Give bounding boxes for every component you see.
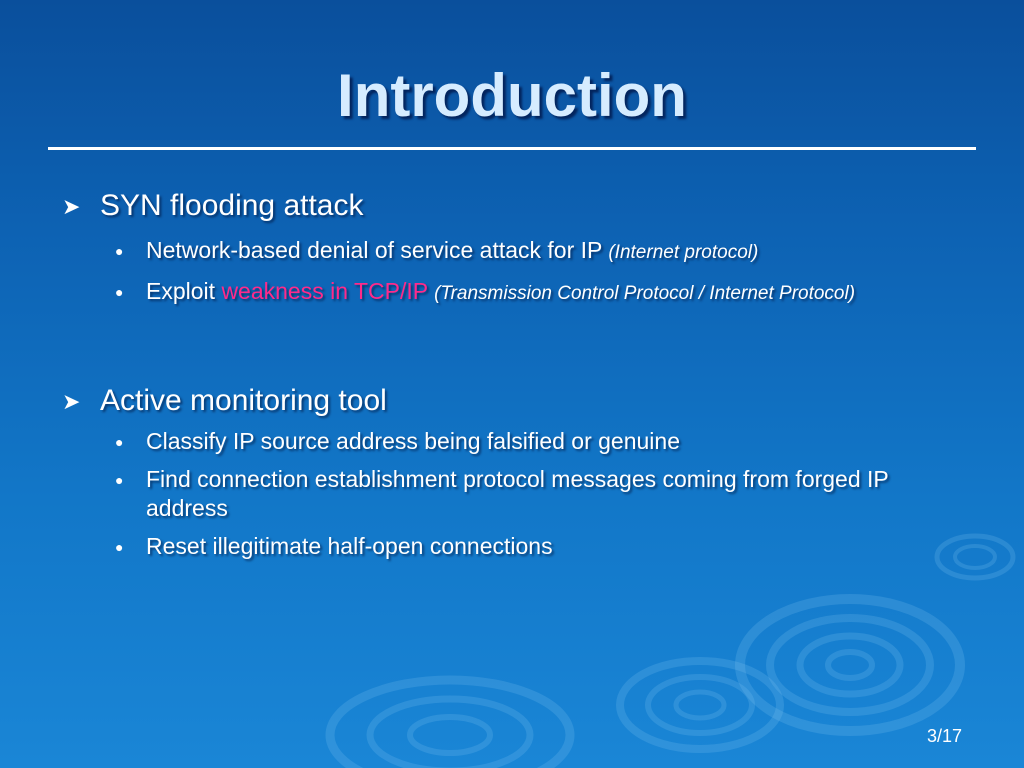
sub-bullet-text: Exploit xyxy=(146,278,216,304)
dot-bullet-icon: ● xyxy=(115,284,124,300)
sub-bullet-network-dos: Network-based denial of service attack f… xyxy=(146,236,966,267)
sub-bullet-note: (Internet protocol) xyxy=(608,242,759,263)
dot-bullet-icon: ● xyxy=(115,472,124,488)
title-divider xyxy=(48,147,976,150)
bullet-active-monitoring: Active monitoring tool xyxy=(100,384,387,417)
sub-bullet-find-connection: Find connection establishment protocol m… xyxy=(146,466,889,521)
page-number: 3/17 xyxy=(926,726,962,746)
sub-bullet-text: Network-based denial of service attack f… xyxy=(146,237,602,263)
slide-title: Introduction xyxy=(337,62,687,129)
sub-bullet-reset: Reset illegitimate half-open connections xyxy=(146,533,553,559)
dot-bullet-icon: ● xyxy=(115,434,124,450)
highlighted-phrase: weakness in TCP/IP xyxy=(221,278,428,304)
dot-bullet-icon: ● xyxy=(115,539,124,555)
sub-bullet-note: (Transmission Control Protocol / Interne… xyxy=(434,283,856,304)
dot-bullet-icon: ● xyxy=(115,243,124,259)
sub-bullet-classify: Classify IP source address being falsifi… xyxy=(146,428,680,454)
arrowhead-bullet-icon: ➤ xyxy=(62,389,81,414)
arrowhead-bullet-icon: ➤ xyxy=(62,194,81,219)
bullet-syn-flooding: SYN flooding attack xyxy=(100,189,364,222)
sub-bullet-exploit: Exploit weakness in TCP/IP (Transmission… xyxy=(146,277,966,308)
